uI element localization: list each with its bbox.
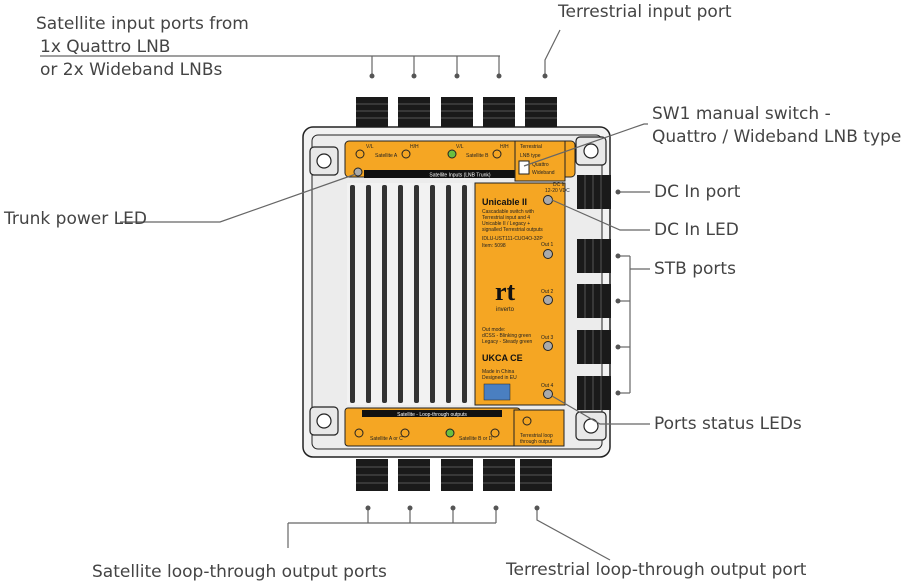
callout-dc-in-led: DC In LED (654, 220, 739, 240)
desc-line: signalled Terrestrial outputs (482, 227, 543, 233)
callout-stb-ports: STB ports (654, 259, 736, 279)
callout-satellite-input-line1: Satellite input ports from (36, 14, 249, 34)
terrestrial-loop-small: Terrestrial loop (520, 433, 553, 439)
output-panel: Satellite - Loop-through outputs Satelli… (344, 407, 565, 447)
wb-icon (355, 149, 365, 159)
sat-label-ac: Satellite A or C (370, 436, 403, 442)
output-bar-label: Satellite - Loop-through outputs (397, 412, 467, 418)
leader-dots (365, 73, 621, 511)
wb-icon (490, 428, 500, 438)
desc-line: Cascadable switch with (482, 209, 534, 215)
sat-loop-port-3[interactable] (441, 459, 473, 491)
sw-option-quattro: Quattro (532, 162, 549, 168)
part-number: IDLU-UST111-CUO4O-32P (482, 236, 543, 242)
wb-icon (401, 149, 411, 159)
out-label-3: Out 3 (541, 335, 553, 341)
sat-input-port-3[interactable] (441, 97, 473, 127)
made-in: Made in China (482, 369, 514, 375)
sat-input-port-1[interactable] (356, 97, 388, 127)
led-modes: Out mode: (482, 327, 505, 333)
callout-trunk-power-led: Trunk power LED (4, 209, 147, 229)
sat-input-port-4[interactable] (483, 97, 515, 127)
callout-ports-status-leds: Ports status LEDs (654, 414, 802, 434)
sat-loop-port-4[interactable] (483, 459, 515, 491)
out-label-2: Out 2 (541, 289, 553, 295)
terrestrial-input-small: Terrestrial (520, 144, 542, 150)
sat-input-port-2[interactable] (398, 97, 430, 127)
cooling-fins (347, 183, 472, 405)
sw1-switch[interactable] (518, 160, 530, 175)
sat-label-a-top: Satellite A (375, 153, 398, 159)
connectors (356, 97, 611, 491)
stb-port-4[interactable] (577, 376, 611, 410)
desc-line: Unicable II / Legacy + (482, 221, 530, 227)
unicable-badge (483, 383, 511, 401)
item-number: Item: 5098 (482, 243, 506, 249)
brand-name: inverto (496, 307, 515, 313)
dc-in-small: DC In (553, 182, 566, 188)
wb-icon (492, 149, 502, 159)
port-led-4 (543, 389, 553, 399)
stb-port-3[interactable] (577, 330, 611, 364)
wb-icon (447, 149, 457, 159)
leader-lines (40, 29, 650, 561)
wb-icon (445, 428, 455, 438)
input-bar-label: Satellite Inputs (LNB Trunk) (429, 173, 490, 179)
label-plate: Unicable II Cascadable switch with Terre… (474, 182, 570, 406)
made-in: Designed in EU (482, 375, 517, 381)
model-name: Unicable II (482, 197, 527, 207)
out-label-4: Out 4 (541, 383, 553, 389)
callout-satellite-input-line3: or 2x Wideband LNBs (40, 60, 223, 80)
sat-label-bd: Satellite B or D (459, 436, 493, 442)
pol-label: H/H (410, 144, 419, 150)
callout-sw1-line1: SW1 manual switch - (652, 104, 831, 124)
callout-satellite-loop-through: Satellite loop-through output ports (92, 562, 387, 582)
port-led-2 (543, 295, 553, 305)
port-led-3 (543, 341, 553, 351)
callout-terrestrial-input: Terrestrial input port (558, 2, 732, 22)
callout-satellite-input-line2: 1x Quattro LNB (40, 37, 171, 57)
out-label-1: Out 1 (541, 242, 553, 248)
desc-line: Terrestrial input and 4 (482, 215, 530, 221)
led-modes: dCSS - Blinking green (482, 333, 531, 339)
callout-terrestrial-loop-through: Terrestrial loop-through output port (506, 560, 807, 580)
pol-label: H/H (500, 144, 509, 150)
dc-in-port[interactable] (577, 175, 611, 209)
sat-loop-port-2[interactable] (398, 459, 430, 491)
dc-in-led (543, 195, 553, 205)
compliance-marks: UKCA CE (482, 353, 523, 363)
pol-label: V/L (366, 144, 374, 150)
stb-port-2[interactable] (577, 284, 611, 318)
stb-port-1[interactable] (577, 239, 611, 273)
callout-dc-in-port: DC In port (654, 182, 741, 202)
terrestrial-loop-port[interactable] (520, 459, 552, 491)
dc-volts: 12-20 VDC (545, 188, 570, 194)
pol-label: V/L (456, 144, 464, 150)
sw-option-wideband: Wideband (532, 170, 555, 176)
lnb-type-label: LNB type (520, 153, 541, 159)
wb-icon (354, 428, 364, 438)
wb-icon (400, 428, 410, 438)
port-led-1 (543, 249, 553, 259)
sat-label-b-top: Satellite B (466, 153, 489, 159)
terrestrial-input-port[interactable] (525, 97, 557, 127)
led-modes: Legacy - Steady green (482, 339, 533, 345)
brand-logo: rt (495, 277, 516, 306)
terrestrial-loop-small: through output (520, 439, 553, 445)
callout-sw1-line2: Quattro / Wideband LNB type (652, 127, 902, 147)
sat-loop-port-1[interactable] (356, 459, 388, 491)
